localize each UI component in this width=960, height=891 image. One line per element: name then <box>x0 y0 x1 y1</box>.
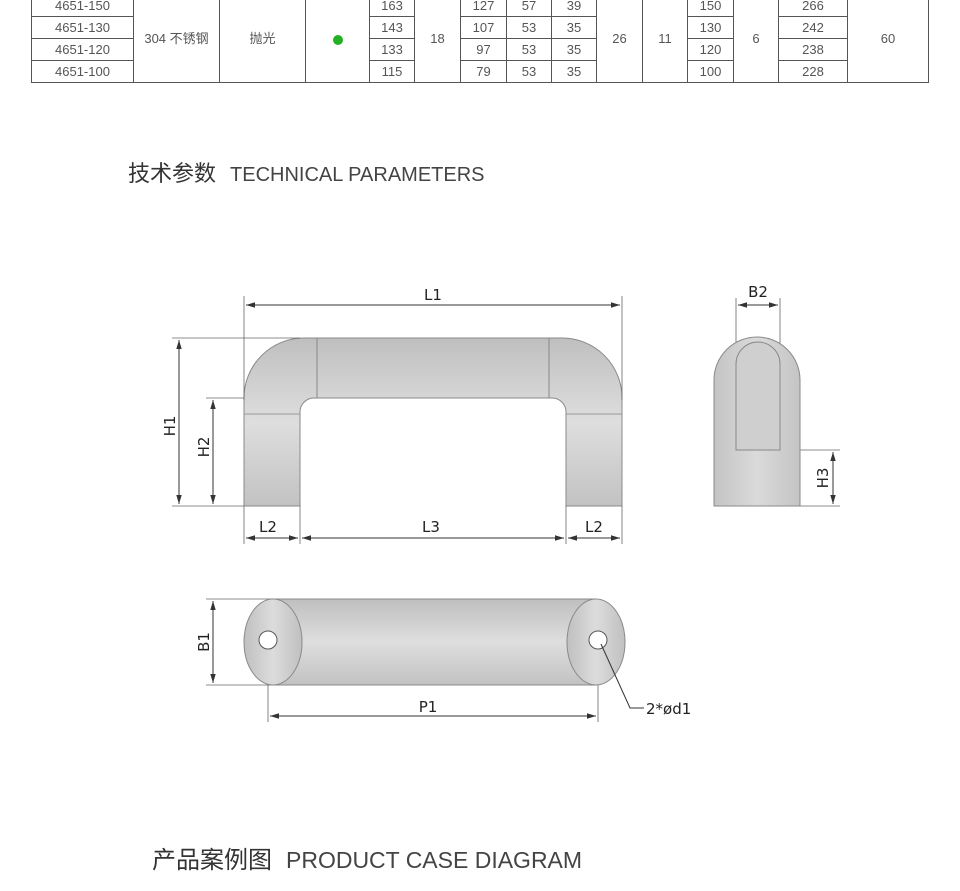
handle-front-view <box>243 337 623 507</box>
b1-cell: 35 <box>551 60 597 83</box>
model-cell: 4651-150 <box>31 0 134 17</box>
b1-cell: 35 <box>551 38 597 61</box>
table-row: 4651-150 304 不锈钢 抛光 163 18 127 57 39 26 … <box>31 0 929 83</box>
label-p1: P1 <box>419 698 438 716</box>
label-b1: B1 <box>195 632 213 652</box>
label-l3: L3 <box>422 518 440 536</box>
mounting-hole-right <box>588 630 608 650</box>
table-row: 4651-120 133 97 53 35 120 238 <box>31 38 929 61</box>
h3-cell: 11 <box>642 0 688 83</box>
l3-cell: 53 <box>506 38 552 61</box>
heading-en: TECHNICAL PARAMETERS <box>230 164 485 186</box>
material-cell: 304 不锈钢 <box>133 0 220 83</box>
h2-cell: 133 <box>369 38 415 61</box>
table-row: 4651-130 143 107 53 35 130 242 <box>31 16 929 39</box>
label-h2: H2 <box>195 437 213 458</box>
model-cell: 4651-100 <box>31 60 134 83</box>
last-cell: 60 <box>847 0 929 83</box>
h2-cell: 115 <box>369 60 415 83</box>
handle-top-view <box>243 598 644 709</box>
product-case-diagram-heading: 产品案例图 PRODUCT CASE DIAGRAM <box>152 840 582 875</box>
l1-cell: 228 <box>778 60 848 83</box>
p1-cell: 100 <box>687 60 734 83</box>
heading-cn: 产品案例图 <box>152 846 272 874</box>
heading-cn: 技术参数 <box>128 162 217 187</box>
spec-table: 4651-150 304 不锈钢 抛光 163 18 127 57 39 26 … <box>31 0 929 83</box>
label-b2: B2 <box>748 283 768 301</box>
l1-cell: 242 <box>778 16 848 39</box>
p1-cell: 150 <box>687 0 734 17</box>
label-l2-right: L2 <box>585 518 603 536</box>
l2-cell: 79 <box>460 60 507 83</box>
hole-leader-line <box>600 643 644 709</box>
color-dot-icon <box>332 34 343 45</box>
label-l1: L1 <box>424 286 442 304</box>
color-cell <box>305 0 370 83</box>
h2-cell: 143 <box>369 16 415 39</box>
b1-cell: 35 <box>551 16 597 39</box>
handle-side-view <box>713 336 801 507</box>
label-h3: H3 <box>814 468 832 489</box>
d1-cell: 6 <box>733 0 779 83</box>
technical-parameters-heading: 技术参数 TECHNICAL PARAMETERS <box>128 156 485 188</box>
label-l2-left: L2 <box>259 518 277 536</box>
table-row: 4651-100 115 79 53 35 100 228 <box>31 60 929 83</box>
label-h1: H1 <box>161 416 179 437</box>
heading-en: PRODUCT CASE DIAGRAM <box>286 847 583 873</box>
mounting-hole-left <box>258 630 278 650</box>
label-hole-diameter: 2*ød1 <box>646 700 691 718</box>
p1-cell: 120 <box>687 38 734 61</box>
p1-cell: 130 <box>687 16 734 39</box>
b2-cell: 26 <box>596 0 643 83</box>
dimension-lines <box>176 302 836 719</box>
